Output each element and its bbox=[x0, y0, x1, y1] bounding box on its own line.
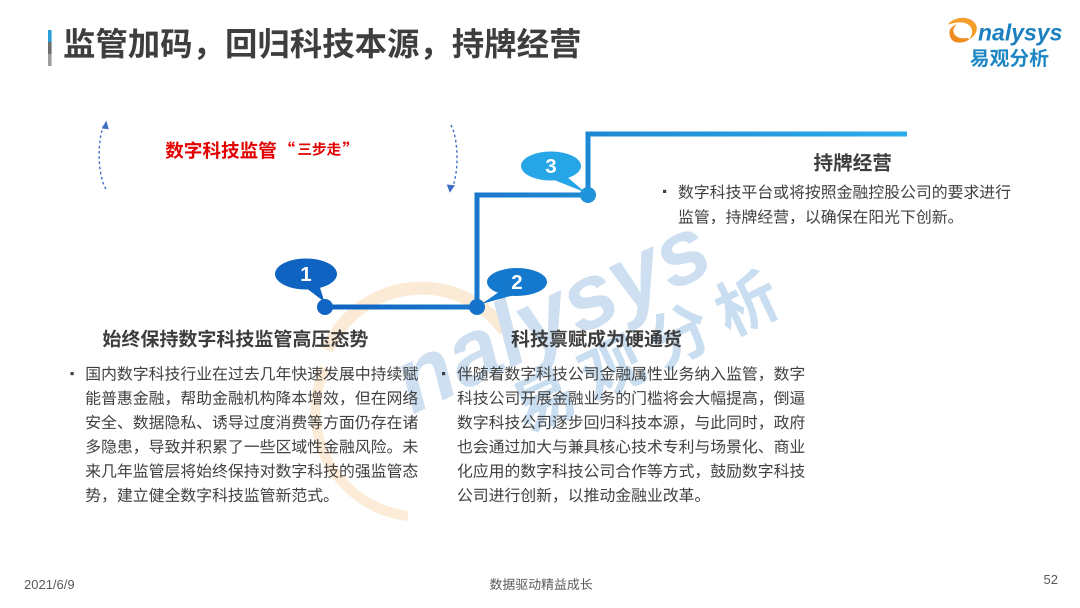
svg-text:2: 2 bbox=[511, 271, 522, 294]
svg-text:nalysys: nalysys bbox=[978, 20, 1062, 46]
svg-text:1: 1 bbox=[300, 263, 311, 286]
svg-text:52: 52 bbox=[1044, 572, 1058, 587]
svg-text:3: 3 bbox=[545, 155, 556, 178]
svg-text:2021/6/9: 2021/6/9 bbox=[24, 577, 75, 592]
